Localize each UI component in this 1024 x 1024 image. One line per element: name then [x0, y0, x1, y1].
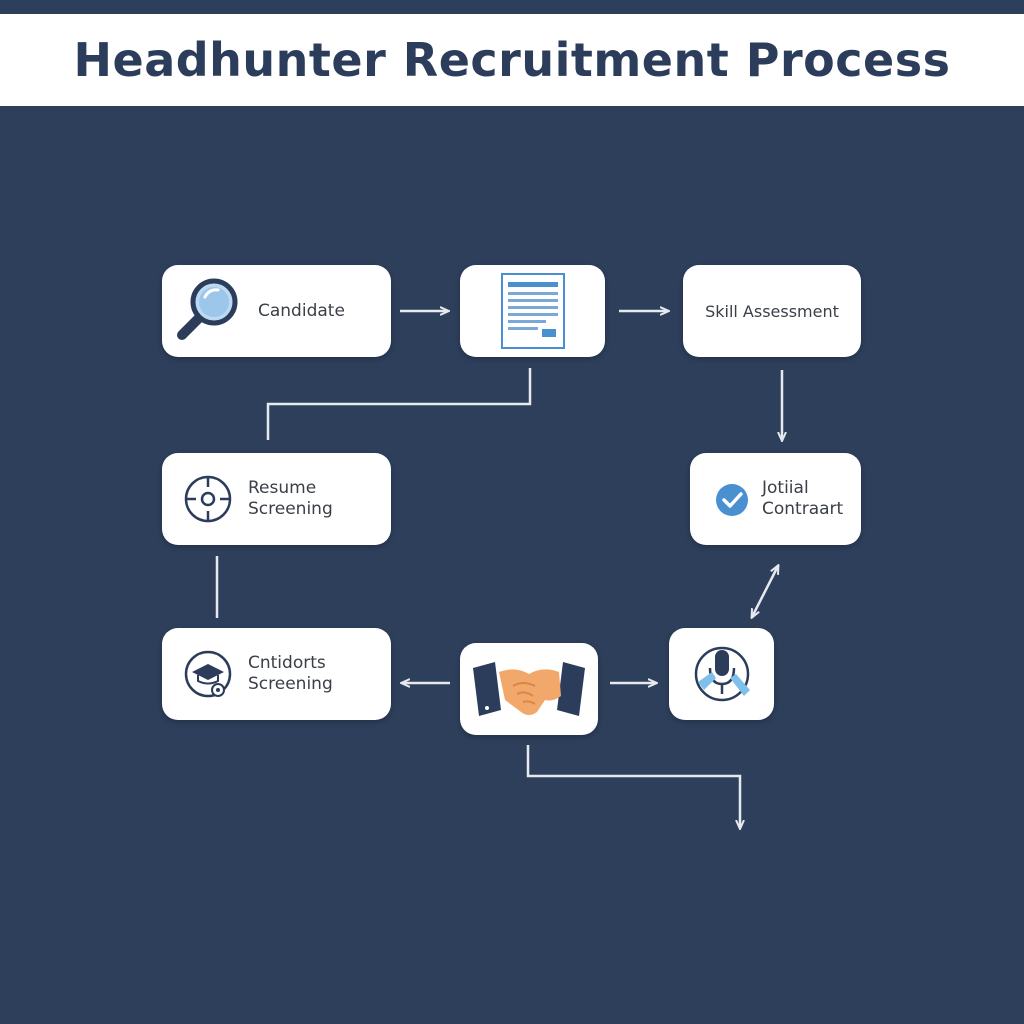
node-candidates-screening-label: Cntidorts Screening	[248, 653, 333, 695]
graduation-cap-icon	[184, 650, 232, 698]
node-candidate[interactable]: Candidate	[162, 265, 391, 357]
node-candidates-screening-line1: Cntidorts	[248, 653, 326, 673]
document-icon	[500, 273, 565, 349]
node-job-contract-label: Jotiial Contraart	[762, 478, 843, 520]
node-interview[interactable]	[669, 628, 774, 720]
node-document[interactable]	[460, 265, 605, 357]
arrow-contract-interview	[752, 566, 778, 617]
node-resume-screening[interactable]: Resume Screening	[162, 453, 391, 545]
node-candidates-screening[interactable]: Cntidorts Screening	[162, 628, 391, 720]
magnifier-icon	[177, 278, 238, 340]
node-resume-screening-line1: Resume	[248, 478, 317, 498]
node-skill-assessment-label: Skill Assessment	[705, 301, 839, 321]
target-icon	[184, 475, 232, 523]
node-resume-screening-label: Resume Screening	[248, 478, 333, 520]
node-resume-screening-line2: Screening	[248, 499, 333, 519]
node-candidate-label: Candidate	[258, 300, 345, 321]
arrow-handshake-down	[526, 745, 740, 828]
line-document-to-resume	[266, 368, 532, 440]
node-skill-assessment[interactable]: Skill Assessment	[683, 265, 861, 357]
node-job-contract-line1: Jotiial	[762, 478, 809, 498]
handshake-icon	[473, 662, 585, 716]
node-handshake[interactable]	[460, 643, 598, 735]
page-title: Headhunter Recruitment Process	[73, 33, 951, 87]
microphone-icon	[694, 646, 750, 702]
title-bar: Headhunter Recruitment Process	[0, 14, 1024, 106]
node-job-contract-line2: Contraart	[762, 499, 844, 519]
node-job-contract[interactable]: Jotiial Contraart	[690, 453, 861, 545]
check-circle-icon	[716, 484, 748, 516]
node-candidates-screening-line2: Screening	[248, 674, 333, 694]
